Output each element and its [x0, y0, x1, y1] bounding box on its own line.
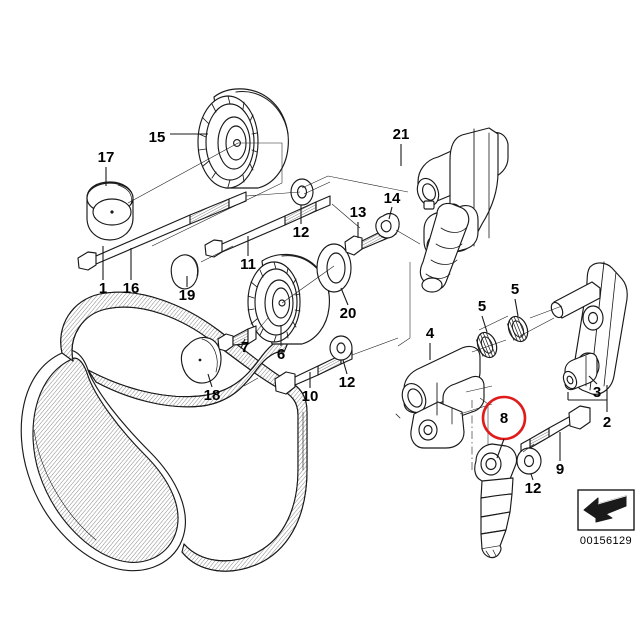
part-tensioner-arm — [395, 345, 485, 449]
callout-21: 21 — [393, 126, 410, 143]
part-belt-tensioner-assembly — [416, 127, 509, 293]
part-washer-lower — [516, 447, 542, 475]
callout-12-mid: 12 — [339, 374, 356, 391]
part-retaining-clip — [375, 213, 400, 239]
diagram-part-number: 00156129 — [580, 535, 632, 547]
part-cap-disc-small — [170, 254, 199, 290]
part-shock-absorber-damper — [474, 443, 518, 559]
part-cap-disc-large — [180, 336, 222, 384]
part-deflection-pulley-upper — [197, 88, 289, 189]
arrow-wedge-icon — [583, 495, 627, 523]
part-bolt-long-upper — [77, 191, 247, 271]
callout-12-lower: 12 — [525, 480, 542, 497]
callout-5-right: 5 — [511, 281, 519, 298]
callout-6: 6 — [277, 346, 285, 363]
callout-17: 17 — [98, 149, 115, 166]
callout-4: 4 — [426, 325, 435, 342]
callout-10: 10 — [302, 388, 319, 405]
part-needle-bearing-right — [504, 312, 532, 346]
callout-8: 8 — [500, 410, 508, 427]
callout-5-left: 5 — [478, 298, 486, 315]
part-bushing-sleeve — [562, 352, 598, 391]
part-large-washer — [316, 243, 352, 293]
callout-3: 3 — [593, 384, 601, 401]
callout-9: 9 — [556, 461, 564, 478]
callout-20: 20 — [340, 305, 357, 322]
part-deflection-pulley-lower — [247, 253, 330, 345]
callout-13: 13 — [350, 204, 367, 221]
part-washer-upper — [290, 178, 314, 206]
callout-1: 1 — [99, 280, 107, 297]
callout-16: 16 — [123, 280, 140, 297]
callout-15: 15 — [149, 129, 166, 146]
callout-19: 19 — [179, 287, 196, 304]
part-ribbed-v-belt — [20, 291, 308, 572]
callout-12-upper: 12 — [293, 224, 310, 241]
callout-labels: 15 17 21 14 13 12 11 1 16 19 20 5 5 6 7 … — [98, 126, 612, 497]
callout-18: 18 — [204, 387, 221, 404]
callout-2: 2 — [603, 414, 611, 431]
callout-14: 14 — [384, 190, 401, 207]
callout-11: 11 — [240, 256, 256, 273]
highlight-leader — [496, 438, 505, 459]
leader-lines — [102, 133, 608, 481]
legend-box — [577, 489, 635, 531]
part-washer-mid — [329, 335, 353, 361]
callout-7: 7 — [241, 339, 249, 356]
part-cap-cover-upper — [86, 181, 134, 241]
